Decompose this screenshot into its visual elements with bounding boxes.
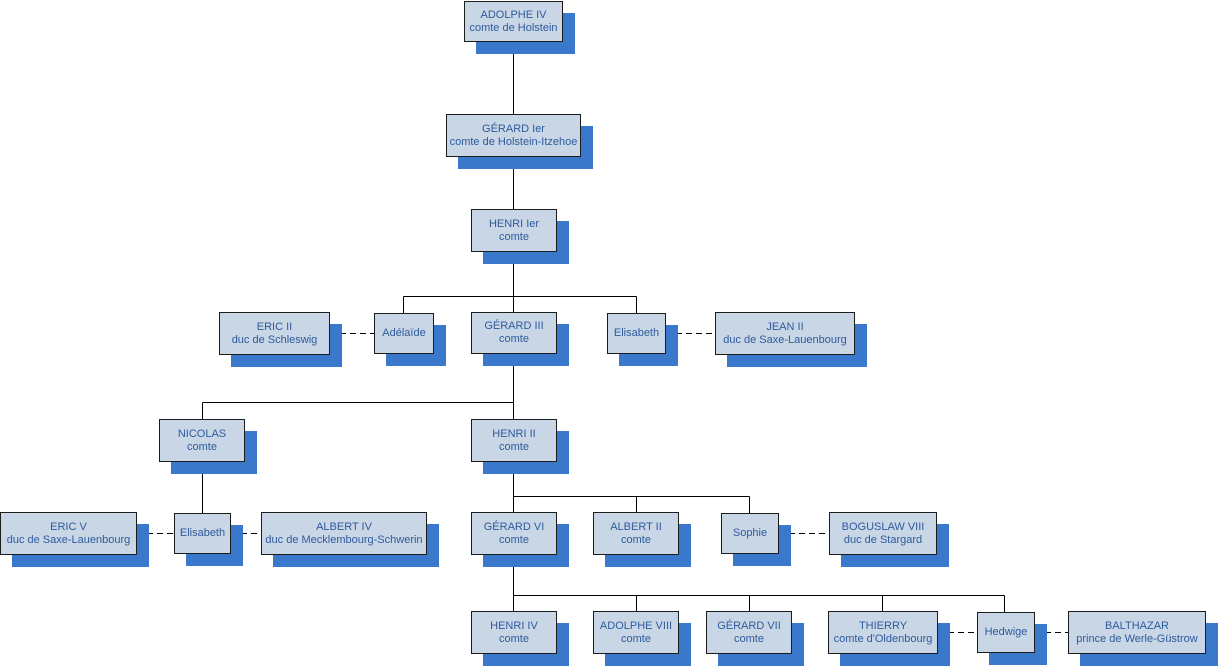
node-title: duc de Schleswig bbox=[231, 333, 318, 346]
node-name: GÉRARD VII bbox=[717, 619, 781, 632]
node-name: ADOLPHE IV bbox=[480, 8, 547, 21]
node-gerard-vi: GÉRARD VI comte bbox=[471, 512, 557, 555]
node-adolphe-viii: ADOLPHE VIII comte bbox=[593, 611, 679, 654]
node-albert-ii: ALBERT II comte bbox=[593, 512, 679, 555]
node-title: prince de Werle-Güstrow bbox=[1076, 632, 1198, 645]
node-name: ERIC II bbox=[256, 320, 293, 333]
node-title: duc de Saxe-Lauenbourg bbox=[723, 333, 847, 346]
node-title: duc de Stargard bbox=[843, 533, 923, 546]
node-adolphe-iv: ADOLPHE IV comte de Holstein bbox=[464, 1, 563, 42]
node-name: ALBERT II bbox=[610, 520, 662, 533]
node-name: ADOLPHE VIII bbox=[599, 619, 673, 632]
node-name: HENRI IV bbox=[490, 619, 538, 632]
node-name: Hedwige bbox=[984, 626, 1028, 638]
node-title: comte d'Oldenbourg bbox=[833, 632, 933, 645]
node-name: GÉRARD III bbox=[484, 320, 544, 332]
node-title: comte bbox=[499, 440, 529, 453]
node-sophie: Sophie bbox=[721, 513, 779, 554]
node-title: comte bbox=[499, 230, 529, 243]
node-henri-ii: HENRI II comte bbox=[471, 419, 557, 462]
node-name: HENRI Ier bbox=[488, 217, 540, 230]
node-thierry: THIERRY comte d'Oldenbourg bbox=[828, 611, 938, 654]
node-gerard-vii: GÉRARD VII comte bbox=[706, 611, 792, 654]
node-gerard-iii: GÉRARD III comte bbox=[471, 312, 557, 354]
node-title: comte bbox=[621, 533, 651, 546]
node-nicolas: NICOLAS comte bbox=[159, 419, 245, 462]
node-title: comte bbox=[621, 632, 651, 645]
node-title: comte bbox=[499, 632, 529, 645]
node-title: duc de Mecklembourg-Schwerin bbox=[265, 533, 423, 546]
node-title: comte bbox=[187, 440, 217, 453]
node-name: Sophie bbox=[732, 527, 768, 539]
node-eric-ii: ERIC II duc de Schleswig bbox=[219, 312, 330, 355]
node-title: comte bbox=[499, 533, 529, 546]
node-name: GÉRARD VI bbox=[483, 520, 545, 533]
node-title: comte de Holstein bbox=[469, 21, 558, 34]
node-henri-iv: HENRI IV comte bbox=[471, 611, 557, 654]
node-name: JEAN II bbox=[766, 320, 804, 333]
node-name: GÉRARD Ier bbox=[482, 122, 545, 135]
node-name: BOGUSLAW VIII bbox=[841, 520, 925, 533]
node-title: comte bbox=[734, 632, 764, 645]
node-elisabeth-daughter-henri-ier: Elisabeth bbox=[607, 313, 666, 354]
node-title: comte de Holstein-Itzehoe bbox=[449, 135, 578, 148]
node-adelaide: Adélaïde bbox=[374, 313, 434, 354]
node-name: THIERRY bbox=[858, 619, 908, 632]
node-name: NICOLAS bbox=[177, 427, 227, 440]
node-title: duc de Saxe-Lauenbourg bbox=[6, 533, 131, 546]
node-name: Elisabeth bbox=[613, 327, 660, 339]
node-boguslaw-viii: BOGUSLAW VIII duc de Stargard bbox=[829, 512, 937, 555]
node-elisabeth-daughter-nicolas: Elisabeth bbox=[174, 513, 231, 554]
node-name: ERIC V bbox=[50, 520, 87, 533]
node-balthazar: BALTHAZAR prince de Werle-Güstrow bbox=[1068, 611, 1206, 654]
node-name: Adélaïde bbox=[382, 327, 426, 339]
node-henri-ier: HENRI Ier comte bbox=[471, 209, 557, 252]
node-gerard-ier: GÉRARD Ier comte de Holstein-Itzehoe bbox=[446, 114, 581, 157]
node-eric-v: ERIC V duc de Saxe-Lauenbourg bbox=[0, 512, 137, 555]
node-name: Elisabeth bbox=[179, 527, 226, 539]
node-title: comte bbox=[499, 333, 529, 345]
node-name: BALTHAZAR bbox=[1105, 619, 1169, 632]
node-hedwige: Hedwige bbox=[977, 612, 1035, 653]
node-name: ALBERT IV bbox=[316, 520, 372, 533]
node-albert-iv: ALBERT IV duc de Mecklembourg-Schwerin bbox=[261, 512, 427, 555]
node-jean-ii: JEAN II duc de Saxe-Lauenbourg bbox=[715, 312, 855, 355]
node-name: HENRI II bbox=[492, 427, 536, 440]
